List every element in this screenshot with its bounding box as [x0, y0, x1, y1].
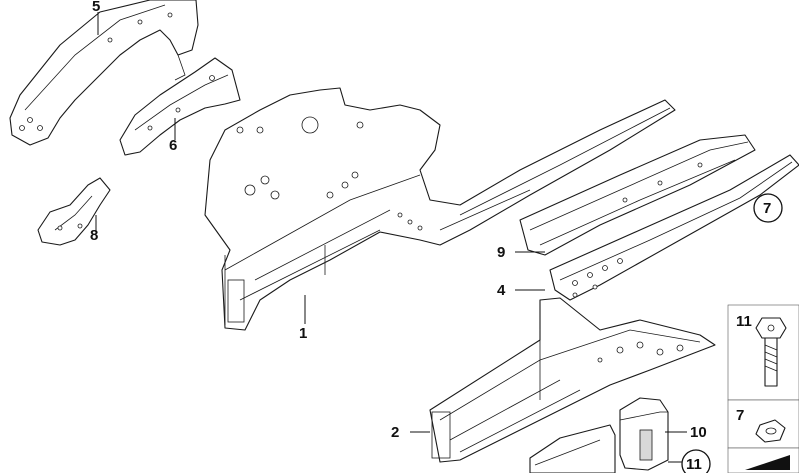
legend-label-11: 11 [736, 313, 752, 330]
callout-11-circle: 11 [681, 449, 711, 473]
part-4-rail-extension [549, 154, 799, 301]
callout-1: 1 [299, 325, 307, 342]
legend-label-7: 7 [736, 407, 744, 424]
callout-4: 4 [497, 282, 506, 299]
legend-bolt-11 [727, 304, 799, 401]
callout-2: 2 [391, 424, 399, 441]
part-6-wheel-arch-bracket [119, 57, 241, 156]
callout-8: 8 [90, 227, 98, 244]
part-10-block [529, 397, 669, 473]
callout-5: 5 [92, 0, 100, 15]
part-5-wheel-arch-panel [9, 0, 199, 146]
callout-10: 10 [690, 424, 707, 441]
callout-6: 6 [169, 137, 177, 154]
part-8-bracket [37, 177, 111, 246]
callout-7-circle: 7 [753, 193, 783, 223]
part-1-side-member-assembly [204, 87, 676, 331]
callout-9: 9 [497, 244, 505, 261]
callout-7: 7 [763, 200, 771, 217]
legend-wedge-tile [727, 447, 799, 473]
part-2-side-member [429, 297, 716, 463]
callout-11: 11 [686, 456, 702, 473]
leader-lines [95, 12, 687, 463]
legend-clip-7 [727, 399, 799, 449]
